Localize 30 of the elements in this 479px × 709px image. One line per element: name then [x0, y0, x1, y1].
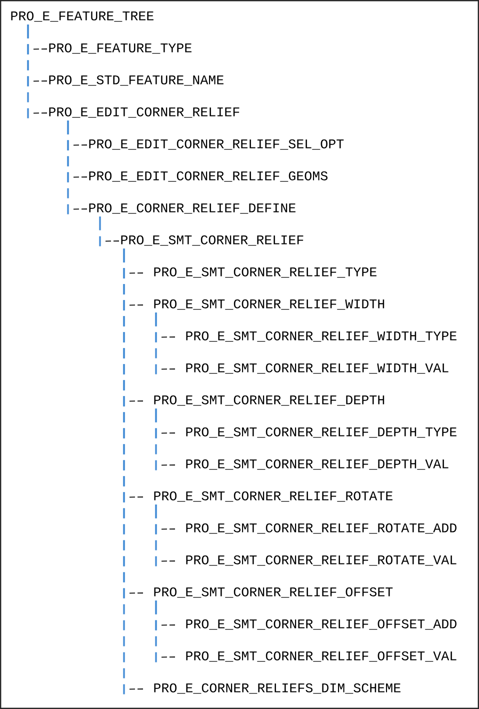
tree-connector — [155, 312, 176, 376]
tree-connector — [27, 24, 48, 120]
element-name: PRO_E_CORNER_RELIEF_DEFINE — [89, 203, 296, 214]
tree-connector — [155, 600, 176, 664]
element-name: PRO_E_SMT_CORNER_RELIEF — [121, 235, 304, 246]
element-name: PRO_E_EDIT_CORNER_RELIEF_SEL_OPT — [89, 139, 344, 150]
element-name: PRO_E_SMT_CORNER_RELIEF_WIDTH — [154, 299, 384, 310]
tree-connector — [99, 216, 120, 248]
element-name: PRO_E_SMT_CORNER_RELIEF_DEPTH_TYPE — [186, 427, 456, 438]
tree-connector — [155, 504, 176, 568]
element-name: PRO_E_FEATURE_TYPE — [49, 43, 192, 54]
element-name: PRO_E_SMT_CORNER_RELIEF_WIDTH_VAL — [186, 363, 448, 374]
element-name: PRO_E_SMT_CORNER_RELIEF_OFFSET_ADD — [186, 619, 456, 630]
element-name: PRO_E_FEATURE_TREE — [11, 11, 154, 22]
element-name: PRO_E_SMT_CORNER_RELIEF_ROTATE — [154, 491, 392, 502]
element-name: PRO_E_SMT_CORNER_RELIEF_OFFSET_VAL — [186, 651, 456, 662]
element-name: PRO_E_SMT_CORNER_RELIEF_ROTATE_VAL — [186, 555, 456, 566]
tree-connector — [67, 120, 88, 216]
tree-connector — [123, 248, 144, 696]
element-name: PRO_E_EDIT_CORNER_RELIEF — [49, 107, 240, 118]
element-name: PRO_E_EDIT_CORNER_RELIEF_GEOMS — [89, 171, 328, 182]
element-name: PRO_E_STD_FEATURE_NAME — [49, 75, 224, 86]
element-name: PRO_E_SMT_CORNER_RELIEF_DEPTH_VAL — [186, 459, 448, 470]
element-name: PRO_E_SMT_CORNER_RELIEF_WIDTH_TYPE — [186, 331, 456, 342]
element-name: PRO_E_SMT_CORNER_RELIEF_OFFSET — [154, 587, 393, 598]
element-name: PRO_E_SMT_CORNER_RELIEF_ROTATE_ADD — [186, 523, 456, 534]
element-name: PRO_E_SMT_CORNER_RELIEF_TYPE — [154, 267, 376, 278]
element-name: PRO_E_SMT_CORNER_RELIEF_DEPTH — [154, 395, 384, 406]
tree-connector — [155, 408, 176, 472]
element-name: PRO_E_CORNER_RELIEFS_DIM_SCHEME — [154, 683, 400, 694]
